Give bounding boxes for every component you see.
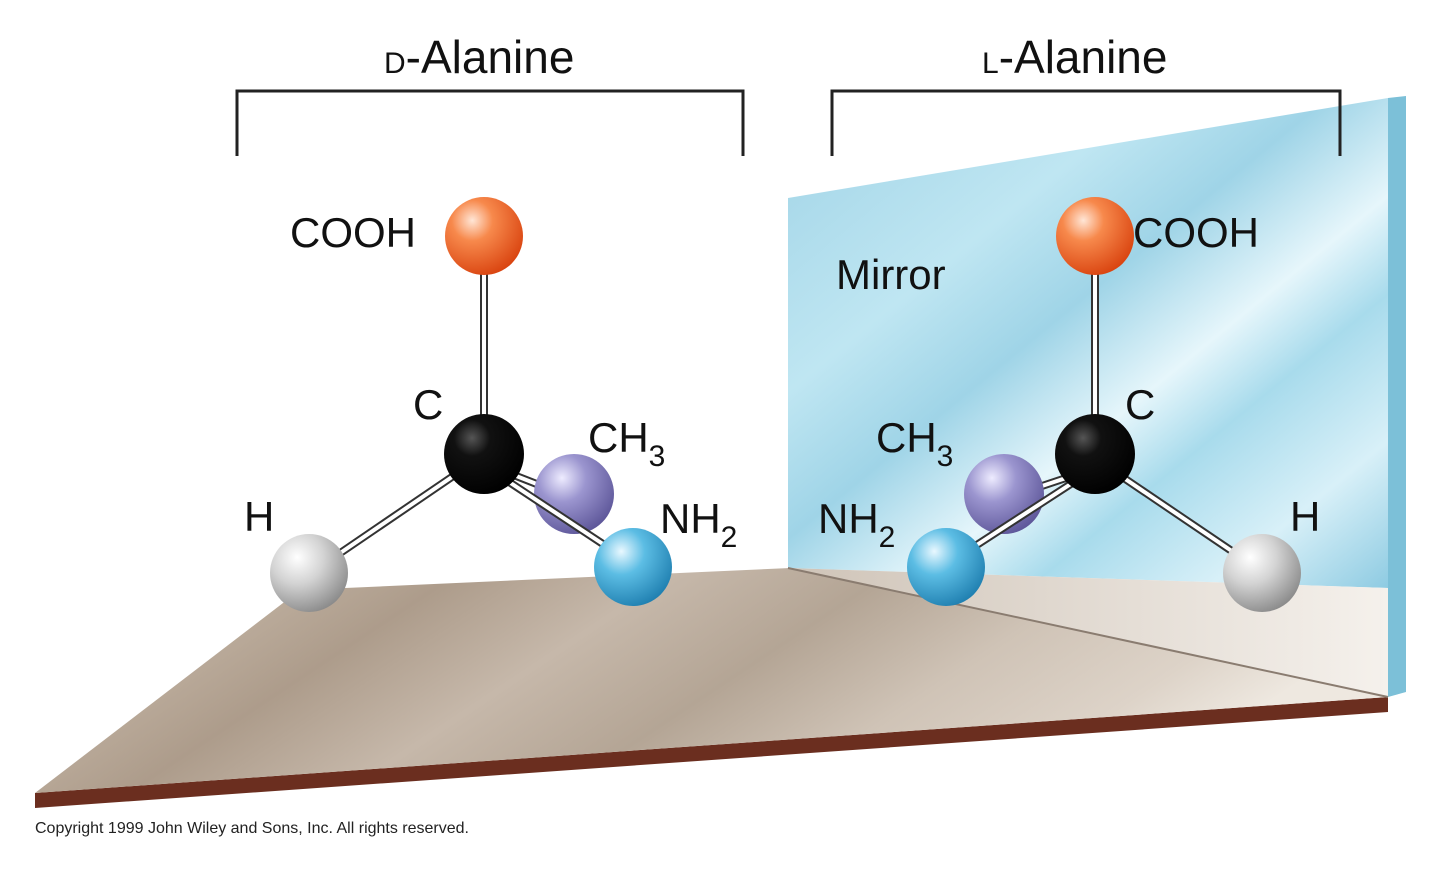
d-h-atom — [270, 534, 348, 612]
mirror-pane — [788, 98, 1388, 588]
d-cooh-atom — [445, 197, 523, 275]
d-carbon-atom — [444, 414, 524, 494]
d-alanine-title: D-Alanine — [384, 31, 574, 83]
l-carbon-atom — [1055, 414, 1135, 494]
l-nh2-label: NH2 — [818, 495, 895, 554]
d-cooh-label: COOH — [290, 209, 416, 256]
d-alanine-bracket — [235, 89, 745, 156]
d-nh2-atom — [594, 528, 672, 606]
d-nh2-label: NH2 — [660, 495, 737, 554]
l-ch3-atom — [964, 454, 1044, 534]
table-edge — [35, 697, 1388, 808]
mirror-edge — [1388, 96, 1406, 697]
l-h-label: H — [1290, 493, 1320, 540]
d-h-label: H — [244, 493, 274, 540]
l-alanine-bracket — [830, 89, 1342, 156]
l-h-atom — [1223, 534, 1301, 612]
l-alanine-title: L-Alanine — [982, 31, 1167, 83]
d-ch3-label: CH3 — [588, 414, 665, 473]
mirror-table-seam — [787, 567, 1389, 698]
l-ch3-label: CH3 — [876, 414, 953, 473]
copyright-notice: Copyright 1999 John Wiley and Sons, Inc.… — [35, 820, 469, 837]
d-alanine-molecule: COOH C CH3 H NH2 — [244, 197, 737, 612]
mirror-label: Mirror — [836, 251, 946, 298]
l-nh2-atom — [907, 528, 985, 606]
l-c-label: C — [1125, 381, 1155, 428]
l-alanine-molecule: COOH C CH3 H NH2 — [818, 197, 1320, 612]
l-cooh-atom — [1056, 197, 1134, 275]
d-c-label: C — [413, 381, 443, 428]
l-cooh-label: COOH — [1133, 209, 1259, 256]
